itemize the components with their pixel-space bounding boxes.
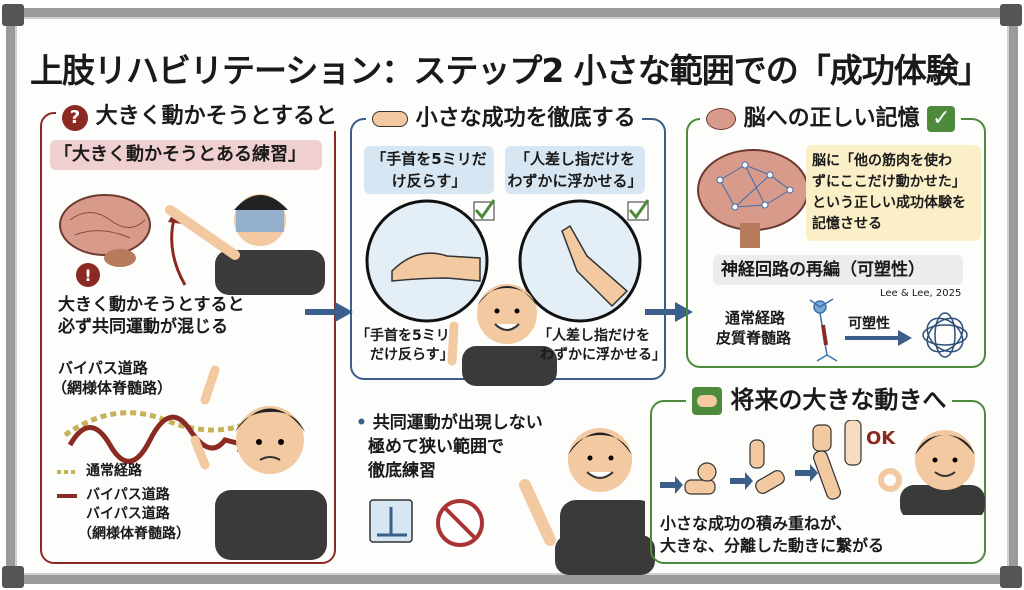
person-worried	[215, 406, 327, 560]
bypass-label-1: バイパス道路	[58, 359, 148, 377]
memory-note: 脳に「他の筋肉を使わずにここだけ動かせた」という正しい成功体験を記憶させる	[806, 145, 981, 241]
board-corner	[1000, 4, 1022, 26]
person-smiling	[447, 284, 557, 386]
legend-normal: 通常経路	[86, 463, 142, 479]
alert-icon: !	[76, 263, 100, 287]
no-large-movement-icon	[436, 499, 484, 547]
middle-heading: 小さな成功を徹底する	[366, 100, 642, 132]
caption-finger-1: 「人差し指だけを	[538, 328, 650, 344]
bypass-label-2: （網様体脊髄路）	[52, 379, 173, 397]
question-icon: ?	[62, 105, 88, 131]
legend-reticulospinal: （網様体脊髄路）	[78, 526, 190, 542]
card-finger: 「人差し指だけをわずかに浮かせる」	[505, 146, 645, 194]
exercise-illustrations	[365, 199, 650, 386]
board-corner	[1000, 566, 1022, 588]
person-straining	[165, 194, 325, 295]
svg-text:!: !	[84, 266, 91, 285]
plasticity-diagram	[809, 298, 968, 362]
plasticity-label: 可塑性	[848, 316, 890, 332]
bullet-line-2: 極めて狭い範囲で	[368, 437, 504, 457]
future-text-2: 大きな、分離した動きに繋がる	[660, 536, 885, 555]
arrow-right-icon	[645, 302, 693, 322]
progression-illustration	[660, 420, 985, 515]
left-subtitle: 「大きく動かそうとある練習」	[50, 140, 322, 170]
warning-text-1: 大きく動かそうとすると	[58, 295, 245, 315]
card-wrist: 「手首を5ミリだけ反らす」	[364, 146, 494, 194]
caption-finger-2: わずかに浮かせる」	[540, 347, 666, 363]
person-ok	[878, 430, 985, 515]
board-corner	[2, 566, 24, 588]
bullet-line-3: 徹底練習	[368, 461, 436, 481]
arrow-icons	[660, 464, 818, 494]
checkbox-check-icon	[473, 199, 496, 221]
path-label-1: 通常経路	[725, 309, 786, 327]
right-bottom-heading: 将来の大きな動きへ	[686, 380, 953, 415]
right-top-heading: 脳への正しい記憶 ✓	[700, 100, 962, 132]
path-label-2: 皮質脊髄路	[716, 329, 792, 347]
board-corner	[2, 4, 24, 26]
flexed-arm-icon	[692, 387, 722, 415]
checkbox-check-icon	[627, 199, 650, 221]
citation: Lee & Lee, 2025	[880, 288, 962, 299]
bullet-line-1: • 共同運動が出現しない	[356, 413, 543, 433]
future-text-1: 小さな成功の積み重ねが、	[660, 514, 852, 533]
left-heading: ? 大きく動かそうとすると	[56, 98, 344, 131]
person-waving	[519, 428, 645, 570]
check-icon: ✓	[927, 106, 956, 132]
bullet-icon: •	[356, 413, 373, 433]
brain-network-illustration	[697, 149, 809, 248]
brain-icon	[59, 194, 151, 267]
network-icon	[922, 312, 968, 358]
ok-label: OK	[866, 428, 896, 449]
small-range-arrows-icon	[369, 499, 413, 543]
pathway-person-illustration	[57, 365, 327, 560]
caption-wrist-2: だけ反らす」	[370, 347, 454, 363]
arrow-right-icon	[305, 302, 353, 322]
caption-wrist-1: 「手首を5ミリ	[356, 328, 450, 344]
brain-person-illustration: !	[59, 194, 325, 295]
neuron-icon	[809, 298, 838, 362]
warning-text-2: 必ず共同運動が混じる	[58, 317, 228, 337]
bypass-path-line	[67, 414, 246, 464]
brain-icon	[706, 108, 736, 130]
legend-bypass: バイパス道路	[86, 487, 170, 503]
neural-reorg-label: 神経回路の再編（可塑性）	[713, 255, 963, 285]
legend-bypass-2: バイパス道路	[86, 506, 170, 522]
page-title: 上肢リハビリテーション：ステップ2 小さな範囲での「成功体験」	[30, 51, 991, 90]
pointing-hand-icon	[372, 111, 408, 127]
